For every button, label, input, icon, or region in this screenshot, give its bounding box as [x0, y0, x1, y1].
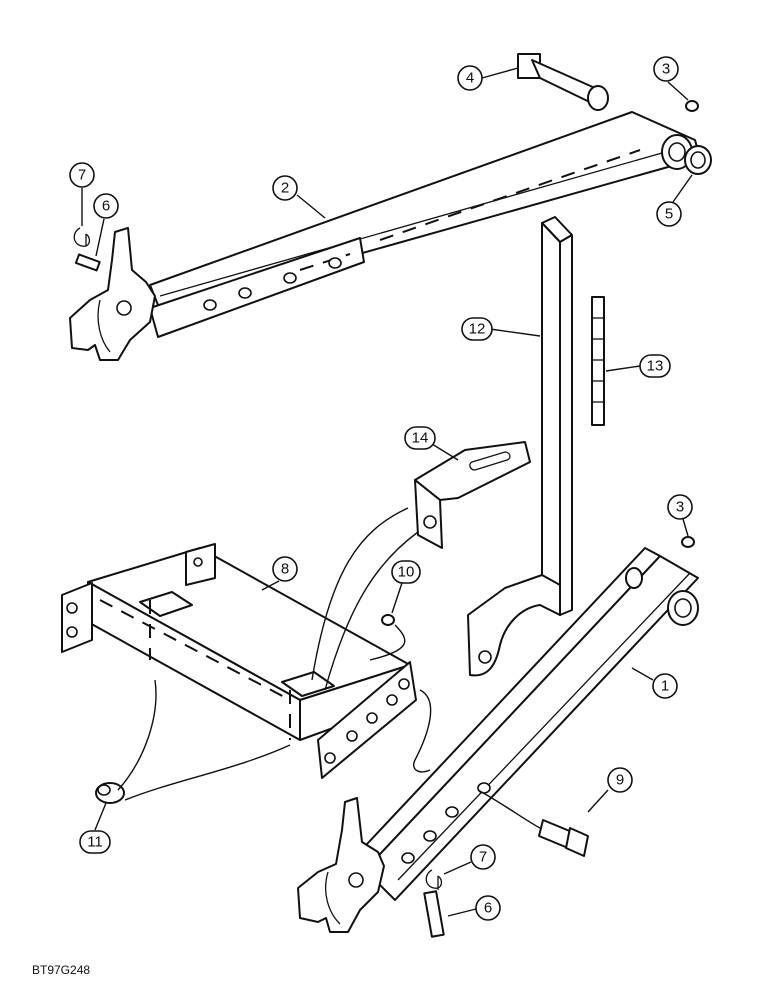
- callout-8-label: 8: [281, 561, 289, 578]
- callout-6-lower-label: 6: [484, 900, 492, 917]
- lower-nut: [681, 536, 695, 548]
- callout-2: 2: [272, 175, 326, 219]
- upper-nut: [685, 100, 699, 112]
- callout-3-lower: 3: [667, 494, 693, 537]
- callout-7-lower: 7: [443, 844, 496, 875]
- callout-3-upper-label: 3: [662, 61, 670, 78]
- lower-pin: [423, 890, 445, 938]
- callout-1: 1: [631, 667, 678, 699]
- callout-6-upper-label: 6: [102, 198, 110, 215]
- lower-link-arm: [351, 547, 699, 901]
- callout-6-lower: 6: [447, 895, 501, 921]
- callout-2-label: 2: [281, 180, 289, 197]
- callout-1-label: 1: [661, 678, 669, 695]
- assembly-lines: [117, 507, 541, 829]
- callout-13: 13: [605, 354, 671, 378]
- callout-11-label: 11: [87, 834, 103, 851]
- callout-10-label: 10: [398, 564, 415, 581]
- small-nut: [381, 614, 395, 626]
- callout-14: 14: [404, 426, 459, 461]
- callout-4-label: 4: [466, 70, 474, 87]
- bushing: [95, 782, 125, 804]
- callout-5-label: 5: [665, 206, 673, 223]
- callout-7-upper-label: 7: [78, 167, 86, 184]
- callout-11: 11: [79, 802, 111, 854]
- callout-12-label: 12: [469, 321, 486, 338]
- upper-hitch-hook: [69, 227, 156, 361]
- lower-hitch-hook: [297, 797, 385, 933]
- pivot-pin: [517, 53, 609, 111]
- callout-6-upper: 6: [93, 193, 119, 257]
- callout-12: 12: [461, 317, 541, 341]
- callout-5: 5: [656, 174, 693, 227]
- callout-8: 8: [261, 556, 298, 591]
- angle-bracket: [414, 441, 531, 549]
- upper-pin: [74, 253, 101, 272]
- upper-clip: [73, 227, 91, 247]
- reference-code: BT97G248: [32, 963, 90, 977]
- callout-3-upper: 3: [653, 56, 689, 101]
- mounting-frame: [61, 543, 417, 779]
- callout-9: 9: [587, 767, 633, 813]
- washer: [684, 145, 712, 175]
- callout-9-label: 9: [616, 772, 624, 789]
- callout-4: 4: [457, 65, 519, 91]
- callout-7-lower-label: 7: [479, 849, 487, 866]
- callout-13-label: 13: [647, 358, 664, 375]
- callout-3-lower-label: 3: [676, 499, 684, 516]
- bolt: [538, 819, 589, 857]
- callout-10: 10: [391, 560, 421, 614]
- upper-link-arm: [149, 111, 701, 338]
- callout-7-upper: 7: [69, 162, 95, 226]
- lower-clip: [425, 869, 443, 890]
- decal-strip: [591, 296, 605, 426]
- vertical-bracket: [467, 216, 573, 677]
- callout-14-label: 14: [412, 430, 429, 447]
